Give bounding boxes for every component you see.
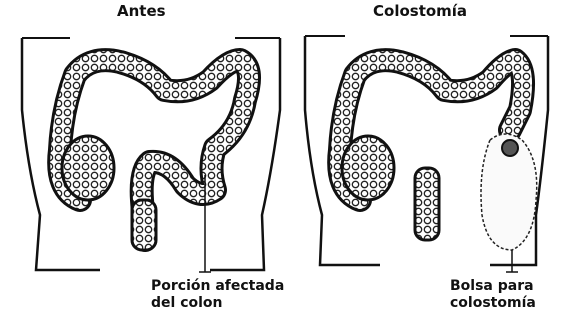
rectum-stump bbox=[415, 168, 439, 240]
before-panel bbox=[22, 38, 280, 272]
rectum-left bbox=[132, 200, 156, 250]
bag-label-line1: Bolsa para bbox=[450, 278, 536, 295]
affected-label-line1: Porción afectada bbox=[151, 278, 284, 295]
cecum-right bbox=[342, 136, 394, 200]
affected-label-line2: del colon bbox=[151, 295, 284, 312]
bag-label-line2: colostomía bbox=[450, 295, 536, 312]
stoma bbox=[502, 140, 518, 156]
affected-portion-label: Porción afectada del colon bbox=[151, 278, 284, 312]
colostomy-panel bbox=[305, 36, 548, 272]
colostomy-bag-label: Bolsa para colostomía bbox=[450, 278, 536, 312]
cecum-left bbox=[62, 136, 114, 200]
